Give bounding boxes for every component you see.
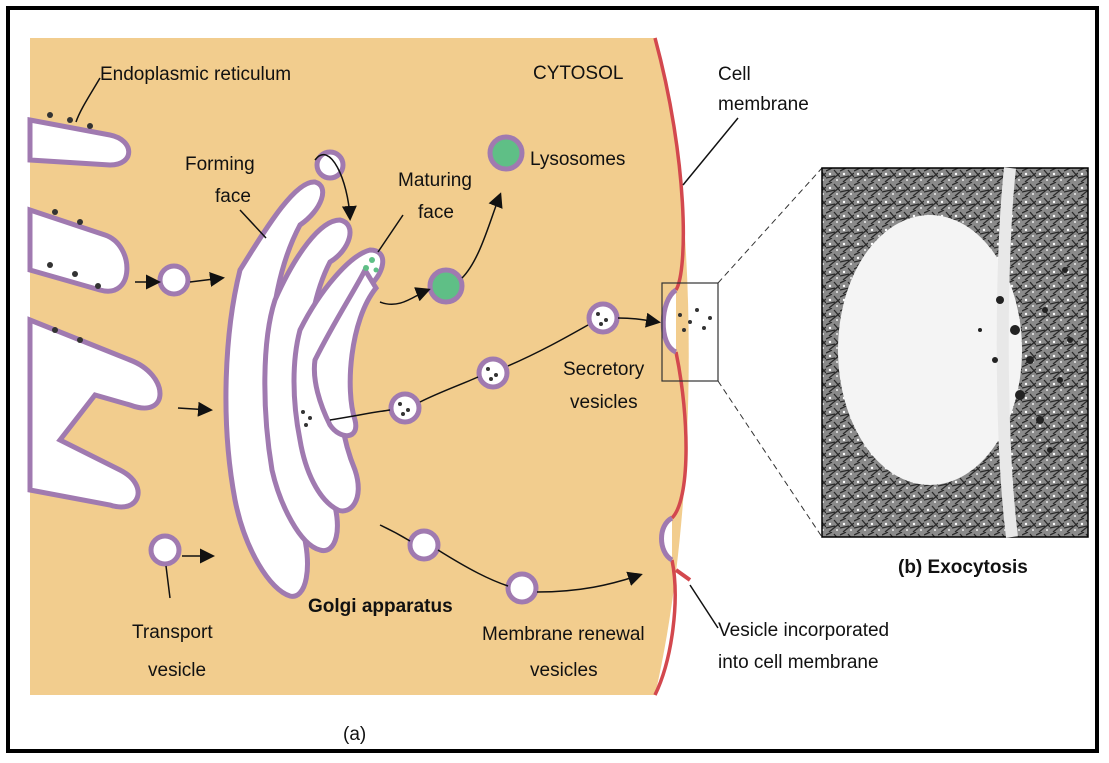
label-transport-2: vesicle bbox=[148, 660, 206, 681]
lysosome-1 bbox=[490, 137, 522, 169]
secretory-vesicle-1 bbox=[391, 394, 419, 422]
label-exocytosis: (b) Exocytosis bbox=[898, 557, 1028, 578]
zoom-line-top bbox=[718, 168, 822, 283]
label-cytosol: CYTOSOL bbox=[533, 63, 623, 84]
label-forming-face-1: Forming bbox=[185, 154, 255, 175]
label-renewal-1: Membrane renewal bbox=[482, 624, 645, 645]
label-maturing-face-2: face bbox=[418, 202, 454, 223]
exocytosis-micrograph bbox=[822, 168, 1088, 537]
label-transport-1: Transport bbox=[132, 622, 213, 643]
transport-vesicle-lower bbox=[151, 536, 179, 564]
lysosome-2 bbox=[430, 270, 462, 302]
label-cell-membrane-2: membrane bbox=[718, 94, 809, 115]
label-incorporated-1: Vesicle incorporated bbox=[718, 620, 889, 641]
label-maturing-face-1: Maturing bbox=[398, 170, 472, 191]
label-part-a: (a) bbox=[343, 724, 366, 745]
label-renewal-2: vesicles bbox=[530, 660, 598, 681]
renewal-pit bbox=[662, 518, 673, 560]
label-incorporated-2: into cell membrane bbox=[718, 652, 879, 673]
label-endoplasmic-reticulum: Endoplasmic reticulum bbox=[100, 64, 291, 85]
transport-vesicle-upper bbox=[160, 266, 188, 294]
zoom-line-bottom bbox=[718, 381, 822, 537]
secretory-vesicle-2 bbox=[479, 359, 507, 387]
label-secretory-2: vesicles bbox=[570, 392, 638, 413]
renewal-vesicle-2 bbox=[508, 574, 536, 602]
label-lysosomes: Lysosomes bbox=[530, 149, 625, 170]
label-cell-membrane-1: Cell bbox=[718, 64, 751, 85]
label-secretory-1: Secretory bbox=[563, 359, 645, 380]
label-golgi-apparatus: Golgi apparatus bbox=[308, 596, 453, 617]
secretory-vesicle-3 bbox=[589, 304, 617, 332]
label-forming-face-2: face bbox=[215, 186, 251, 207]
renewal-vesicle-1 bbox=[410, 531, 438, 559]
incorporated-membrane bbox=[676, 570, 690, 580]
